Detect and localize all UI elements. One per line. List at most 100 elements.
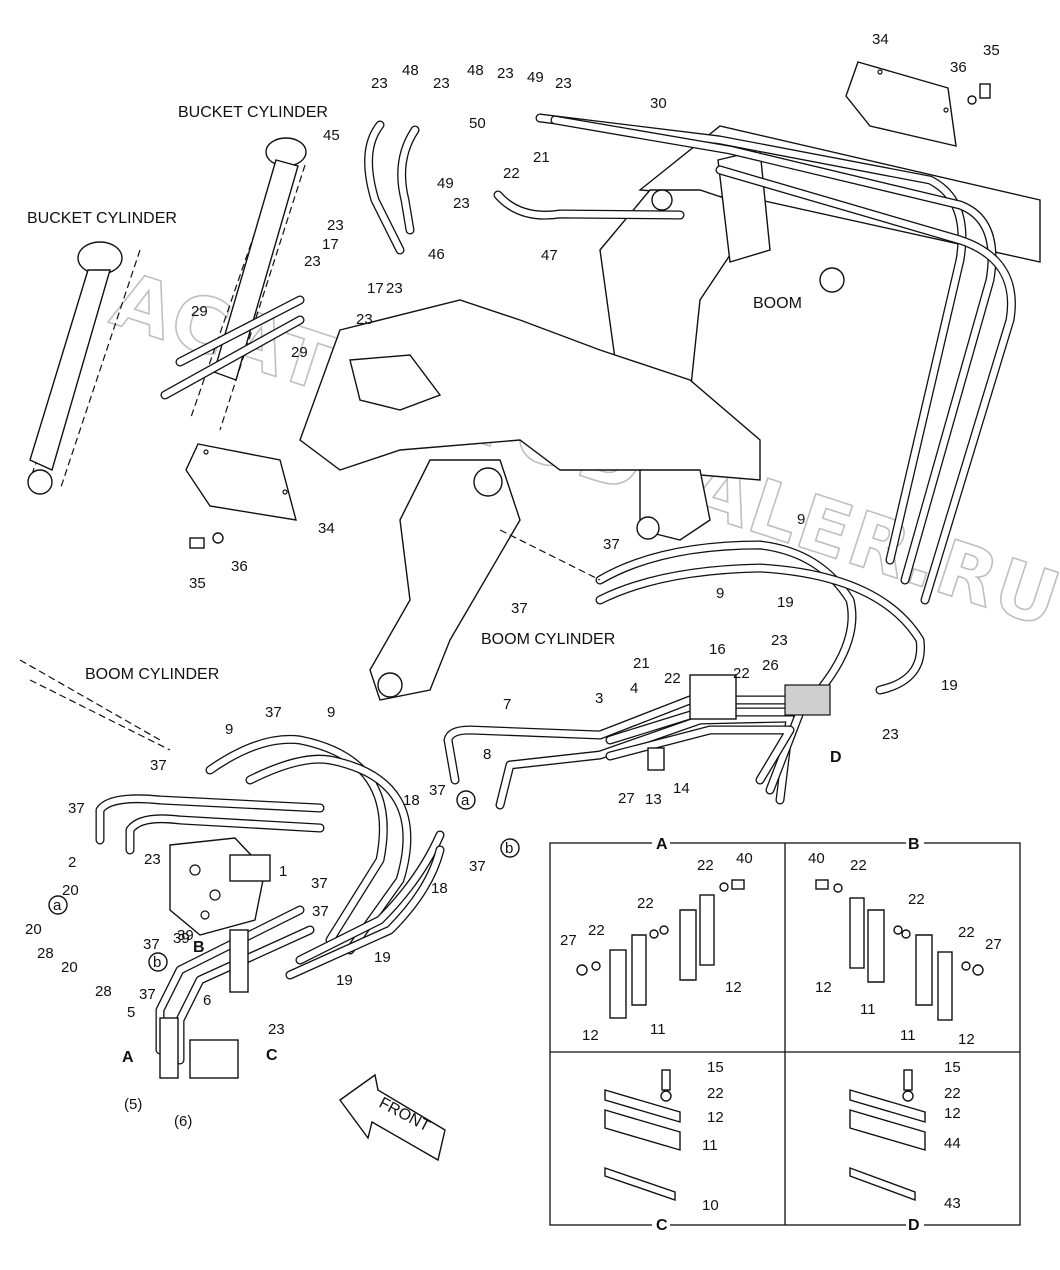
callout-37-72: 37 [312,903,329,920]
callout-30-10: 30 [650,95,667,112]
callout-21-13: 21 [533,149,550,166]
callout-16-35: 16 [709,641,726,658]
callout-23-7: 23 [497,65,514,82]
callout-23-23: 23 [386,280,403,297]
callout-1-59: 1 [279,863,287,880]
callout-22-14: 22 [503,165,520,182]
detail-title-c: C [656,1217,668,1234]
valve-side-port [229,854,271,882]
callout-50-12: 50 [469,115,486,132]
callout-23-5: 23 [433,75,450,92]
hoses-boom-cylinder [499,529,925,695]
callout-17-22: 17 [367,280,384,297]
callout-26-40: 26 [762,657,779,674]
boom-top-pin [651,189,673,211]
callout-37-71: 37 [311,875,328,892]
detail-b-label-22: 22 [908,891,925,908]
control-valve-block [169,837,266,936]
callout-37-30: 37 [603,536,620,553]
callout-3-43: 3 [595,690,603,707]
connector-mark-a-upper: a [456,790,476,810]
detail-d-label-15: 15 [944,1059,961,1076]
connector-mark-b-lower: b [148,952,168,972]
callout-2-60: 2 [68,854,76,871]
detail-a-label-22: 22 [637,895,654,912]
detail-d-label-44: 44 [944,1135,961,1152]
callout-5-76: 5 [127,1004,135,1021]
callout-23-3: 23 [371,75,388,92]
caption-boom: BOOM [753,295,802,312]
svg-text:a: a [461,792,470,809]
caption-boom-cylinder-right: BOOM CYLINDER [481,631,615,648]
detail-b-label-12: 12 [815,979,832,996]
callout-20-64: 20 [25,921,42,938]
callout-37-52: 37 [469,858,486,875]
bolt-35-top [979,83,991,99]
callout-29-26: 29 [291,344,308,361]
cover-plate-34-left [185,443,297,521]
callout-34-0: 34 [872,31,889,48]
callout-45-11: 45 [323,127,340,144]
detail-a-label-22: 22 [588,922,605,939]
callout-27-47: 27 [618,790,635,807]
callout-6-75: 6 [203,992,211,1009]
callout-6-79: (6) [174,1113,192,1130]
detail-d-label-22: 22 [944,1085,961,1102]
bucket-cylinder-left [27,241,141,495]
callout-23-77: 23 [268,1021,285,1038]
callout-5-78: (5) [124,1096,142,1113]
svg-text:a: a [53,897,62,914]
callout-23-21: 23 [304,253,321,270]
callout-23-16: 23 [453,195,470,212]
callout-17-19: 17 [322,236,339,253]
callout-14-49: 14 [673,780,690,797]
callout-37-31: 37 [511,600,528,617]
detail-b-label-27: 27 [985,936,1002,953]
detail-title-b: B [908,836,920,853]
callout-7-45: 7 [503,696,511,713]
detail-b-label-40: 40 [808,850,825,867]
callout-18-53: 18 [431,880,448,897]
callout-29-25: 29 [191,303,208,320]
callout-9-33: 9 [716,585,724,602]
callout-23-38: 23 [771,632,788,649]
detail-c-label-22: 22 [707,1085,724,1102]
callout-47-17: 47 [541,247,558,264]
detail-d-label-12: 12 [944,1105,961,1122]
svg-text:b: b [505,840,513,857]
connector-mark-a-lower: a [48,895,68,915]
connector-mark-b-upper: b [500,838,520,858]
detail-a-label-11: 11 [650,1021,666,1038]
detail-a-label-22: 22 [697,857,714,874]
callout-48-6: 48 [467,62,484,79]
detail-b-label-22: 22 [958,924,975,941]
callout-37-58: 37 [68,800,85,817]
cover-plate-34-top [845,61,957,147]
boom-frame [299,125,1041,701]
callout-34-27: 34 [318,520,335,537]
callout-37-54: 37 [265,704,282,721]
callout-20-62: 20 [62,882,79,899]
callout-37-69: 37 [139,986,156,1003]
svg-text:b: b [153,954,161,971]
callout-19-74: 19 [336,972,353,989]
hoses-lower [19,659,445,1065]
section-letter-b: B [193,939,205,956]
callout-23-42: 23 [882,726,899,743]
callout-35-1: 35 [983,42,1000,59]
callout-36-29: 36 [231,558,248,575]
callout-20-67: 20 [61,959,78,976]
callout-23-18: 23 [327,217,344,234]
callout-39-70: 39 [173,930,190,947]
bucket-cylinder-upper [189,137,307,431]
callout-9-55: 9 [327,704,335,721]
callout-35-28: 35 [189,575,206,592]
callout-28-66: 28 [37,945,54,962]
callout-9-56: 9 [225,721,233,738]
detail-b-label-11: 11 [860,1001,876,1018]
caption-bucket-cylinder-upper: BUCKET CYLINDER [178,104,328,121]
detail-a-label-12: 12 [725,979,742,996]
